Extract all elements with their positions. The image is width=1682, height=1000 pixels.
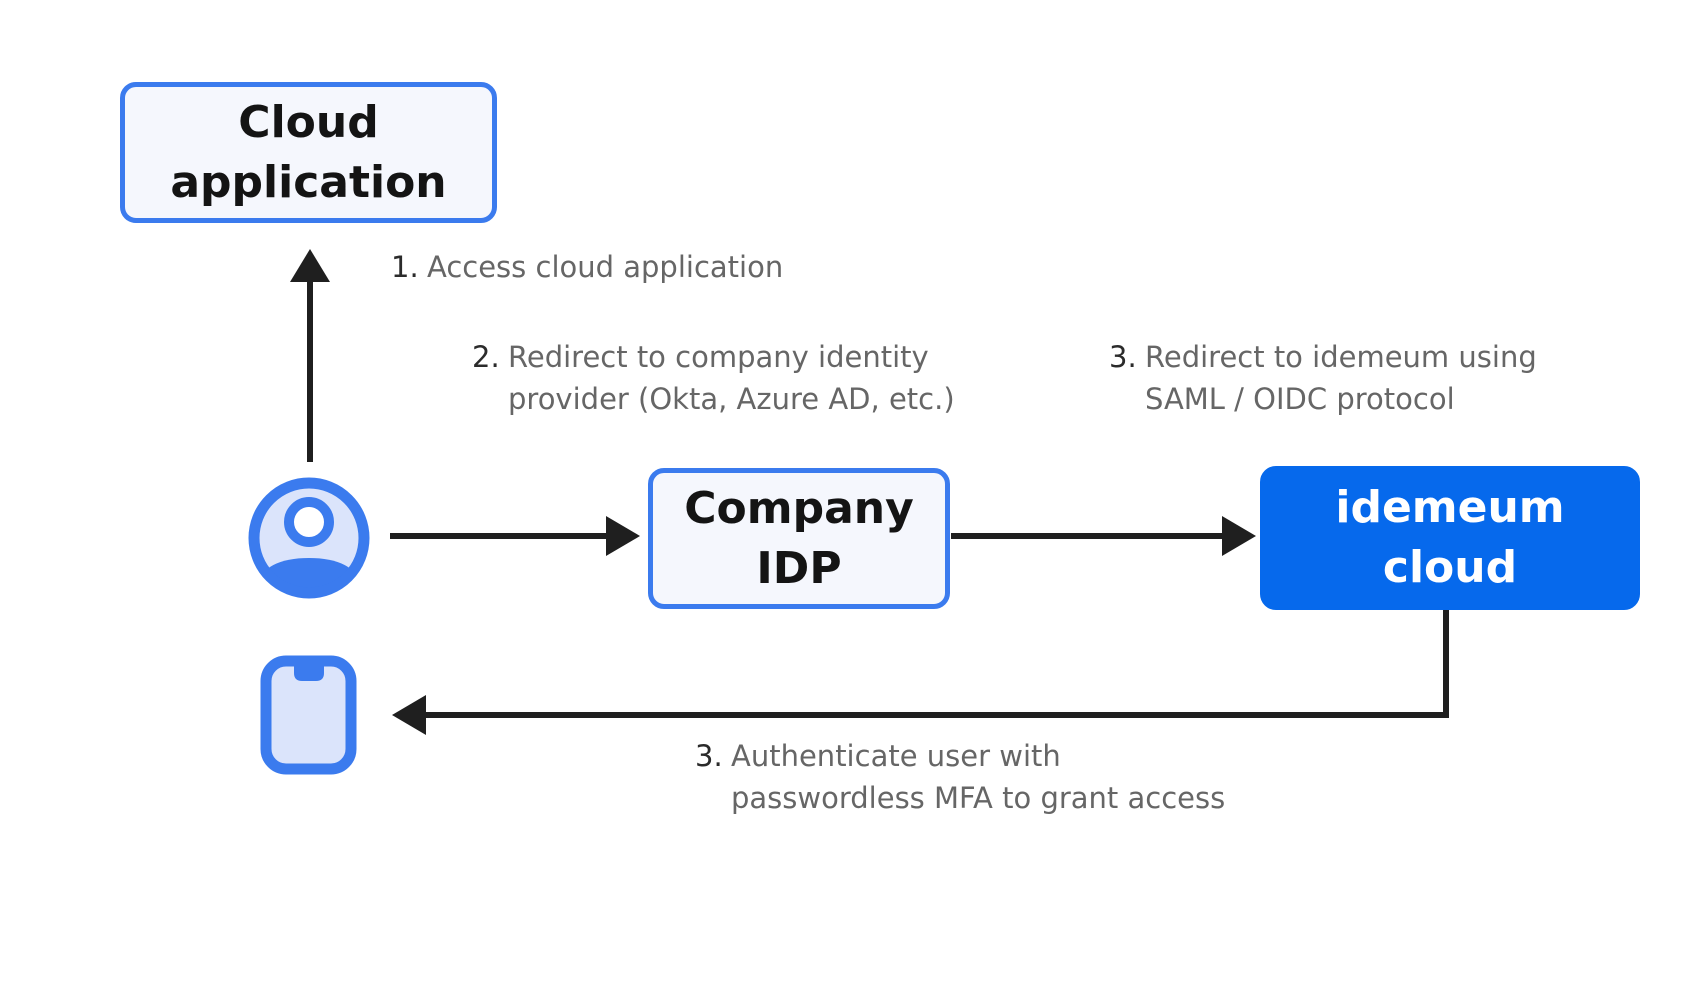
step-text-line1: Authenticate user with [731, 739, 1061, 773]
step-text-line2: passwordless MFA to grant access [731, 781, 1226, 815]
step-text-line1: Redirect to idemeum using [1145, 340, 1537, 374]
arrow-user-to-idp [390, 516, 640, 556]
step-text-line2: SAML / OIDC protocol [1145, 382, 1455, 416]
step-text-line2: provider (Okta, Azure AD, etc.) [508, 382, 955, 416]
node-idemeum-cloud-line2: cloud [1382, 542, 1518, 593]
node-company-idp-line2: IDP [756, 542, 842, 594]
node-cloud-application-line2: application [170, 156, 447, 208]
node-cloud-application-line1: Cloud [238, 96, 379, 148]
step-label-3: 3. Redirect to idemeum using SAML / OIDC… [1109, 336, 1537, 420]
step-number: 3. [1109, 340, 1137, 374]
arrow-idemeum-to-device [392, 610, 1449, 735]
node-cloud-application: Cloud application [120, 82, 497, 223]
arrow-user-to-cloud-app [290, 249, 330, 462]
step-text-line1: Redirect to company identity [508, 340, 929, 374]
step-number: 2. [472, 340, 500, 374]
node-idemeum-cloud-line1: idemeum [1335, 482, 1565, 533]
mobile-device-icon [260, 655, 357, 775]
step-label-4: 3. Authenticate user with passwordless M… [695, 735, 1225, 819]
user-avatar-icon [248, 477, 370, 599]
step-number: 1. [391, 250, 419, 284]
step-label-1: 1. Access cloud application [391, 246, 783, 288]
step-label-2: 2. Redirect to company identity provider… [472, 336, 955, 420]
node-company-idp-line1: Company [684, 482, 914, 534]
step-number: 3. [695, 739, 723, 773]
node-company-idp: Company IDP [648, 468, 950, 609]
arrow-idp-to-idemeum [951, 516, 1256, 556]
node-idemeum-cloud: idemeum cloud [1260, 466, 1640, 610]
step-text-line1: Access cloud application [427, 250, 784, 284]
